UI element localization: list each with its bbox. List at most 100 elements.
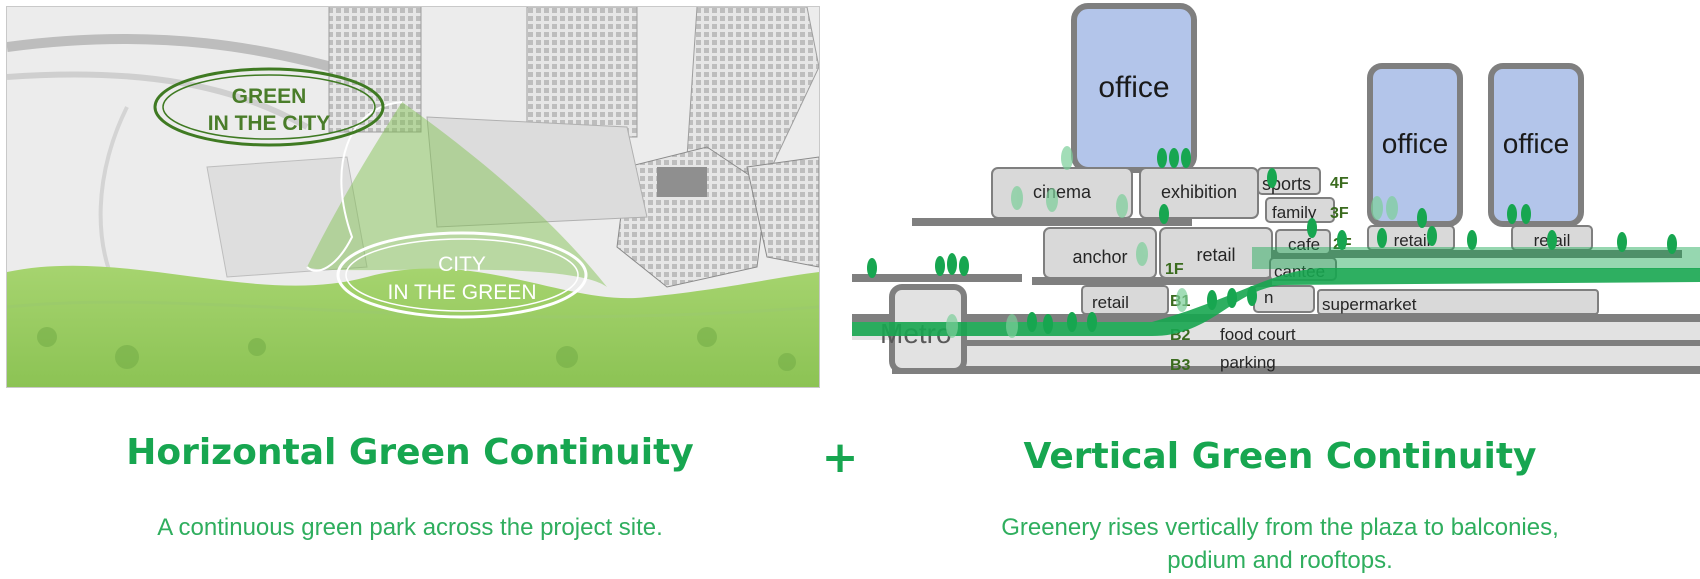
tree: [556, 346, 578, 368]
tree: [697, 327, 717, 347]
park-edge-line: [306, 101, 403, 272]
tree: [1087, 312, 1097, 332]
slab-b1: [852, 314, 1700, 322]
retail-center-label: retail: [1196, 245, 1235, 265]
tree: [1061, 146, 1073, 170]
office-tower-large: [1071, 3, 1197, 173]
label-in-the-green: IN THE GREEN: [388, 281, 537, 304]
tree: [1169, 148, 1179, 168]
slab-b3: [892, 366, 1700, 374]
label-city: CITY: [438, 253, 486, 276]
plaza-block: [206, 156, 368, 278]
office-tower-right: [1488, 63, 1584, 227]
horizontal-green-subtitle: A continuous green park across the proje…: [157, 514, 663, 541]
cinema-label: cinema: [1033, 182, 1092, 202]
tree: [1617, 232, 1627, 252]
green-in-city-oval: [153, 67, 385, 147]
highway-ramp: [7, 33, 369, 82]
retail-low-label: retail: [1092, 293, 1129, 312]
tree: [946, 314, 958, 338]
plus-sign: +: [821, 432, 859, 483]
parking-label: parking: [1220, 353, 1276, 372]
tree: [1467, 230, 1477, 250]
tree: [947, 253, 957, 275]
tree: [1043, 314, 1053, 334]
floor-label-3f: 3F: [1330, 205, 1349, 222]
slab-2f: [912, 218, 1192, 226]
tree: [778, 353, 796, 371]
family-block: [1265, 197, 1335, 223]
tree: [1521, 204, 1531, 224]
food-court-label: food court: [1220, 325, 1296, 344]
label-in-the-city: IN THE CITY: [208, 112, 331, 135]
tree: [1116, 194, 1128, 218]
tree: [1046, 188, 1058, 212]
slab-1f-right: [1162, 250, 1682, 258]
green-roof-band: [1252, 247, 1700, 269]
tree: [1227, 288, 1237, 308]
tree: [1027, 312, 1037, 332]
cafe-block: [1275, 229, 1331, 255]
city-in-green-oval-inner: [345, 238, 579, 312]
tree: [1136, 242, 1148, 266]
cinema-block: [991, 167, 1133, 219]
floor-label-b3: B3: [1170, 357, 1191, 374]
tree: [1207, 290, 1217, 310]
tree: [1667, 234, 1677, 254]
vertical-green-subtitle-line2: podium and rooftops.: [1167, 547, 1393, 574]
city-in-green-oval: [336, 231, 588, 319]
tree: [1377, 228, 1387, 248]
cafe-label: cafe: [1288, 235, 1320, 254]
family-label: family: [1272, 203, 1317, 222]
tree: [1181, 148, 1191, 168]
tree: [1247, 286, 1257, 306]
office-tower-mid: [1367, 63, 1463, 227]
tree: [1547, 230, 1557, 250]
floor-b3-fill: [892, 346, 1700, 366]
tree: [1006, 314, 1018, 338]
retail-low-block: [1081, 285, 1169, 315]
office-label-large: office: [1098, 71, 1169, 104]
tree: [1427, 226, 1437, 246]
supermarket-block: [1317, 289, 1599, 315]
aerial-rendering-panel: GREEN IN THE CITY CITY IN THE GREEN: [6, 6, 820, 388]
anchor-label: anchor: [1072, 247, 1127, 267]
exhibition-label: exhibition: [1161, 182, 1237, 202]
aerial-rendering: GREEN IN THE CITY CITY IN THE GREEN: [7, 7, 819, 387]
floor-label-1f: 1F: [1165, 261, 1184, 278]
tree-group: [867, 148, 1677, 334]
continuous-lawn: [7, 265, 819, 387]
floor-label-4f: 4F: [1330, 175, 1349, 192]
tree: [248, 338, 266, 356]
podium-roof: [426, 116, 648, 228]
section-diagram-panel: Metro office office office cinema exhibi…: [852, 0, 1700, 390]
tree: [1067, 312, 1077, 332]
podium-building: [616, 146, 768, 288]
tree: [1507, 204, 1517, 224]
supermarket-label: supermarket: [1322, 295, 1417, 314]
retail-center-block: [1159, 227, 1273, 279]
tree: [115, 345, 139, 369]
vertical-green-title: Vertical Green Continuity: [1023, 436, 1537, 477]
tree: [1371, 196, 1383, 220]
section-diagram: Metro office office office cinema exhibi…: [852, 3, 1700, 374]
tree: [1011, 186, 1023, 210]
tree-group-light: [946, 146, 1398, 338]
green-in-city-oval-inner: [162, 74, 376, 140]
tree: [867, 258, 877, 278]
tree: [1176, 288, 1188, 312]
rooftop-courtyard: [657, 167, 707, 197]
tree: [1159, 204, 1169, 224]
tree: [959, 256, 969, 276]
tower-building: [526, 7, 638, 138]
tower-building: [686, 7, 819, 178]
n-label: n: [1264, 288, 1273, 307]
anchor-block: [1043, 227, 1157, 279]
green-continuity-band: [852, 268, 1700, 336]
ground-slab-left: [852, 274, 1022, 282]
tree: [935, 256, 945, 276]
slab-b2: [892, 340, 1700, 346]
n-block: [1253, 285, 1315, 313]
tree: [1417, 208, 1427, 228]
tree: [1337, 230, 1347, 250]
